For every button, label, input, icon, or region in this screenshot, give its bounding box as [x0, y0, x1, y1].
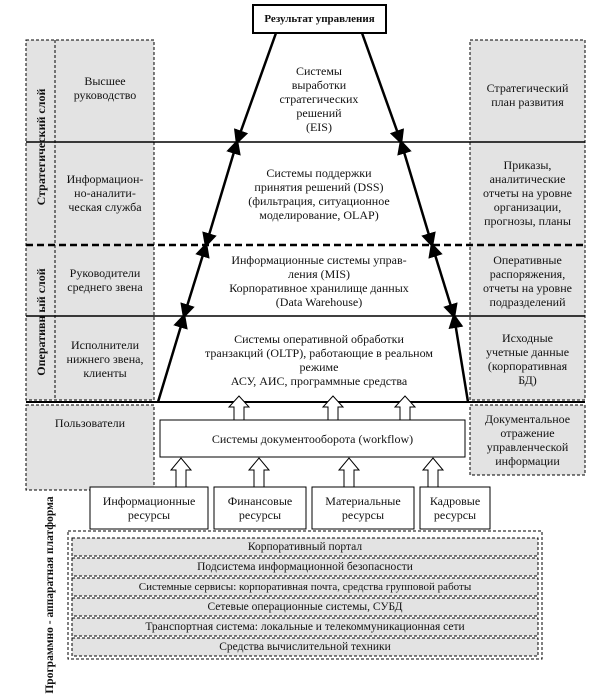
platform-row-hardware: Средства вычислительной техники [219, 641, 391, 653]
hollow-arrow-up-icon [421, 457, 445, 488]
left-side-panel [25, 39, 155, 401]
workflow-box [159, 419, 466, 458]
left-label-executors: Исполнители нижнего звена, клиенты [66, 338, 144, 380]
right-label-documentary: Документальное отражение управленческой … [484, 412, 571, 468]
pyramid-level-oltp: Системы оперативной обработки транзакций… [205, 332, 433, 388]
pyramid-level-mis: Информационные системы управ- ления (MIS… [229, 253, 409, 309]
right-label-operational-orders: Оперативные распоряжения, отчеты на уров… [483, 253, 572, 309]
platform-row-boxes [71, 537, 539, 657]
hollow-arrow-up-icon [247, 457, 271, 488]
pyramid-level-dss: Системы поддержки принятия решений (DSS)… [248, 166, 390, 222]
workflow-up-arrows [227, 395, 417, 421]
hollow-arrow-up-icon [321, 395, 345, 421]
platform-row-portal: Корпоративный портал [247, 541, 363, 553]
hollow-arrow-up-icon [169, 457, 193, 488]
resource-label-financial: Финансовые ресурсы [227, 494, 293, 522]
operational-layer-label: Оперативн ый слой [34, 268, 48, 376]
pyramid-level-eis: Системы выработки стратегических решений… [279, 64, 359, 134]
right-label-strategic-plan: Стратегический план развития [486, 81, 569, 109]
platform-row-transport: Транспортная система: локальные и телеко… [145, 621, 465, 633]
resource-label-information: Информационные ресурсы [102, 494, 196, 522]
strategic-layer-label: Стратегический слой [34, 88, 48, 206]
platform-row-system-services: Системные сервисы: корпоративная почта, … [138, 581, 472, 593]
pyramid-right-side [360, 32, 470, 403]
hollow-arrow-up-icon [227, 395, 251, 421]
right-users-panel [469, 404, 586, 476]
right-label-source-data: Исходные учетные данные (корпоративная Б… [485, 331, 570, 387]
platform-row-security: Подсистема информационной безопасности [197, 561, 413, 573]
resource-box-1 [89, 486, 209, 530]
left-users-panel [25, 404, 155, 491]
resource-label-personnel: Кадровые ресурсы [429, 494, 481, 522]
left-label-top-management: Высшее руководство [73, 74, 137, 102]
right-label-orders-reports: Приказы, аналитические отчеты на уровне … [483, 158, 572, 228]
resource-label-material: Материальные ресурсы [325, 494, 401, 522]
left-label-users: Пользователи [54, 416, 126, 430]
resource-box-2 [213, 486, 307, 530]
resource-up-arrows [169, 457, 445, 488]
platform-row-network-os: Сетевые операционные системы, СУБД [207, 601, 403, 613]
workflow-label: Системы документооборота (workflow) [211, 431, 414, 446]
hollow-arrow-up-icon [393, 395, 417, 421]
resource-box-3 [311, 486, 415, 530]
pyramid-left-side [156, 32, 278, 403]
right-side-panel [469, 39, 586, 401]
left-label-analytics-service: Информацион- но-аналити- ческая служба [66, 172, 144, 214]
hollow-arrow-up-icon [337, 457, 361, 488]
result-box [252, 4, 387, 34]
resource-box-4 [419, 486, 491, 530]
platform-layer-label: Программно - аппаратная платформа [44, 496, 56, 694]
left-label-middle-managers: Руководители среднего звена [67, 266, 143, 294]
result-title: Результат управления [264, 13, 375, 25]
